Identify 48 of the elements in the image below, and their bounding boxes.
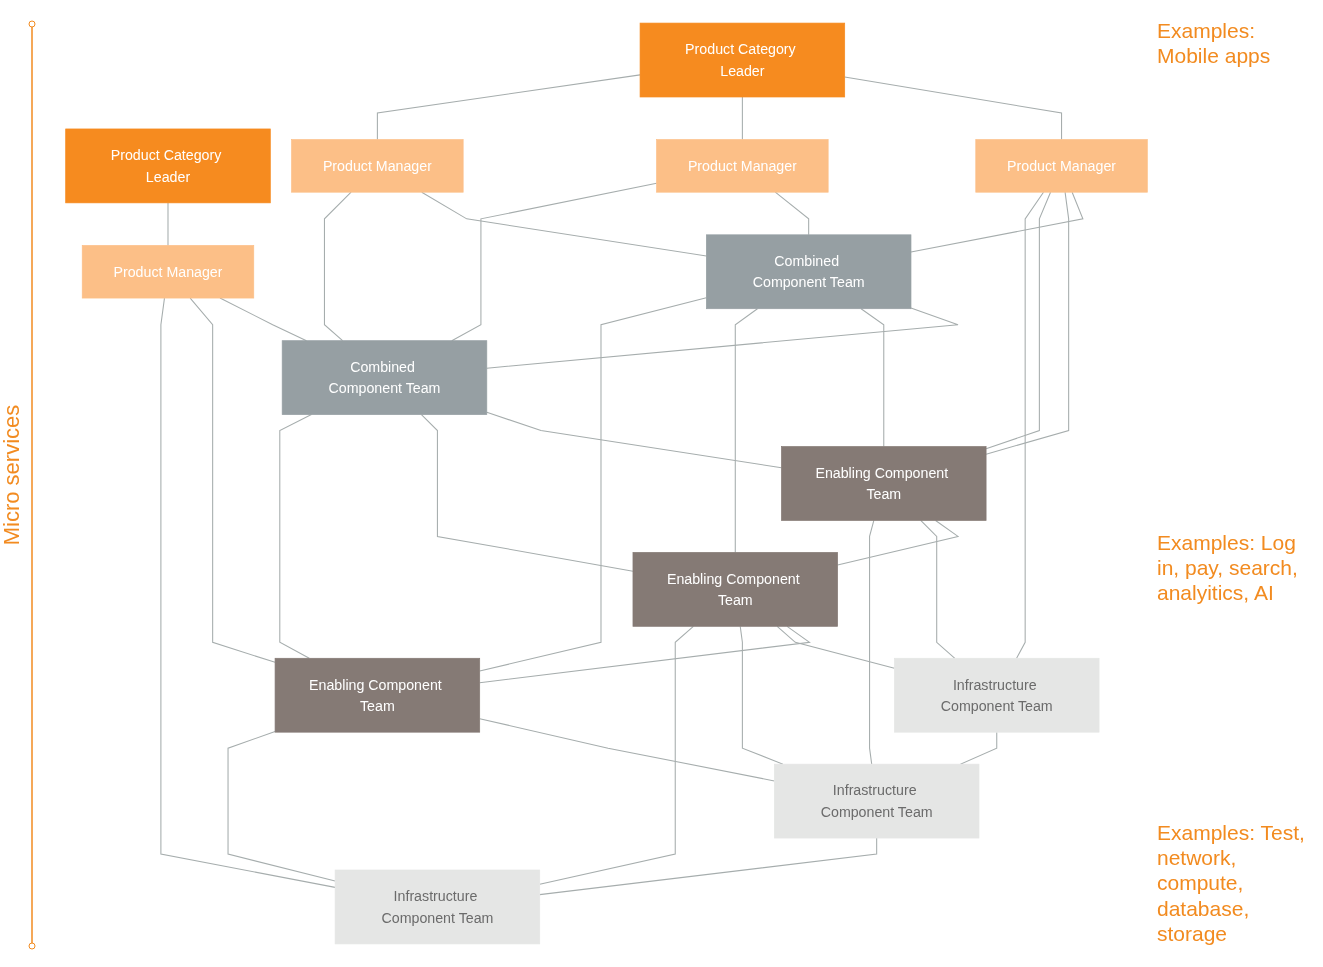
node-box: Infrastructure Component Team [894, 657, 1100, 733]
connector [741, 96, 743, 141]
connector [160, 297, 336, 888]
node-box: Product Manager [975, 139, 1148, 193]
connector [227, 730, 336, 882]
connector [844, 76, 1063, 141]
connector [189, 297, 276, 663]
node-box: Product Manager [81, 245, 255, 299]
examples-note: Examples: Test, network, compute, database, storage [1157, 820, 1306, 946]
connector [539, 625, 694, 885]
node-box: Enabling Component Team [632, 552, 838, 627]
node-box: Product Category Leader [639, 22, 846, 98]
node-box: Combined Component Team [281, 340, 488, 415]
node-box: Product Manager [291, 139, 464, 193]
connector [539, 837, 878, 896]
connector [860, 308, 885, 448]
connector [869, 519, 875, 765]
examples-note: Examples: Mobile apps [1157, 18, 1272, 69]
node-box: Combined Component Team [706, 234, 912, 310]
connector [420, 414, 634, 572]
connector [739, 625, 784, 765]
connector [479, 718, 775, 782]
connector [1016, 191, 1044, 659]
connector [776, 625, 895, 669]
node-box: Enabling Component Team [781, 446, 987, 521]
connector [167, 202, 169, 246]
examples-note: Examples: Log in, pay, search, analyitics, AI [1157, 530, 1299, 606]
node-box: Infrastructure Component Team [334, 869, 541, 945]
connector [486, 307, 959, 369]
connector [985, 191, 1052, 450]
connector [451, 182, 658, 342]
connector [985, 191, 1070, 455]
connector [734, 308, 758, 553]
node-box: Product Category Leader [65, 128, 271, 204]
connector [323, 191, 352, 342]
connector [376, 74, 641, 141]
connector [279, 414, 312, 659]
connector [421, 191, 707, 257]
connector [479, 625, 811, 684]
connector [774, 191, 810, 236]
node-box: Enabling Component Team [274, 657, 481, 733]
connector [479, 297, 707, 672]
connector [910, 191, 1084, 253]
node-box: Product Manager [656, 139, 829, 193]
connector [837, 519, 960, 566]
connector [486, 411, 782, 469]
node-box: Infrastructure Component Team [774, 763, 980, 839]
connector [920, 519, 956, 659]
